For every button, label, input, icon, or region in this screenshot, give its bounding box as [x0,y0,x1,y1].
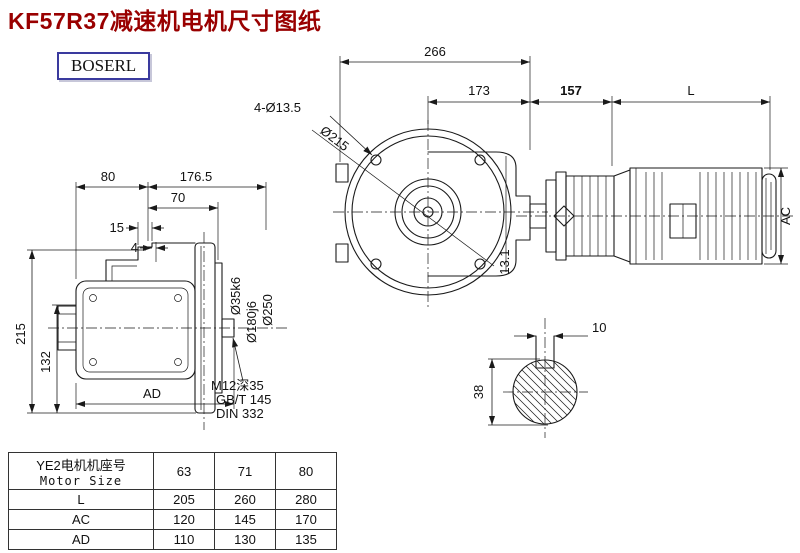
dim-132-label: 132 [38,351,53,373]
page-title: KF57R37减速机电机尺寸图纸 [8,8,322,34]
dim-15-label: 15 [110,220,124,235]
dim-70-label: 70 [171,190,185,205]
header-motor-size-cell: YE2电机机座号 Motor Size [8,452,154,490]
cell-value: 110 [153,529,215,550]
table-row-AC: AC 120 145 170 [8,509,337,530]
dim-215-label: 215 [13,323,28,345]
std-note2-label: DIN 332 [216,406,264,421]
std-note1-label: GB/T 145 [216,392,271,407]
tap-note-label: M12深35 [211,378,264,393]
side-view-drawing: 80 176.5 70 15 4 215 132 [13,169,288,430]
header-en: Motor Size [39,473,123,488]
size-80-cell: 80 [275,452,337,490]
dim-157-label: 157 [560,83,582,98]
motor-view-drawing: 157 L AC [516,83,794,265]
table-header-row: YE2电机机座号 Motor Size 63 71 80 [8,452,337,490]
cell-value: 120 [153,509,215,530]
shaft-dia-38-label: 38 [471,385,486,399]
cell-value: 260 [214,489,276,510]
dim-ac-label: AC [778,207,793,225]
dim-176-5-label: 176.5 [180,169,213,184]
size-71-cell: 71 [214,452,276,490]
spigot-dia-label: Ø180j6 [244,301,259,343]
cell-value: 130 [214,529,276,550]
dim-173-label: 173 [468,83,490,98]
bolt-holes-label: 4-Ø13.5 [254,100,301,115]
shaft-dia-label: Ø35k6 [228,277,243,315]
dim-length-label: L [687,83,694,98]
header-cn: YE2电机机座号 [36,457,126,473]
dim-266-label: 266 [424,44,446,59]
dim-13-1-label: 13.1 [497,249,512,274]
row-label: L [8,489,154,510]
cell-value: 205 [153,489,215,510]
shaft-section-drawing: 10 38 [471,318,606,438]
cell-value: 170 [275,509,337,530]
cell-value: 145 [214,509,276,530]
dim-ad-label: AD [143,386,161,401]
flange-dia-label: Ø215 [317,123,351,154]
row-label: AC [8,509,154,530]
motor-size-table: YE2电机机座号 Motor Size 63 71 80 L 205 260 2… [8,452,337,550]
front-view-drawing: 266 173 4-Ø13.5 Ø215 13.1 [254,44,548,308]
dim-4-label: 4 [131,240,138,255]
table-row-AD: AD 110 130 135 [8,529,337,550]
dim-80-label: 80 [101,169,115,184]
cell-value: 135 [275,529,337,550]
brand-logo: BOSERL [57,52,151,80]
key-width-label: 10 [592,320,606,335]
row-label: AD [8,529,154,550]
table-row-L: L 205 260 280 [8,489,337,510]
cell-value: 280 [275,489,337,510]
flange-dia-250-label: Ø250 [260,294,275,326]
size-63-cell: 63 [153,452,215,490]
